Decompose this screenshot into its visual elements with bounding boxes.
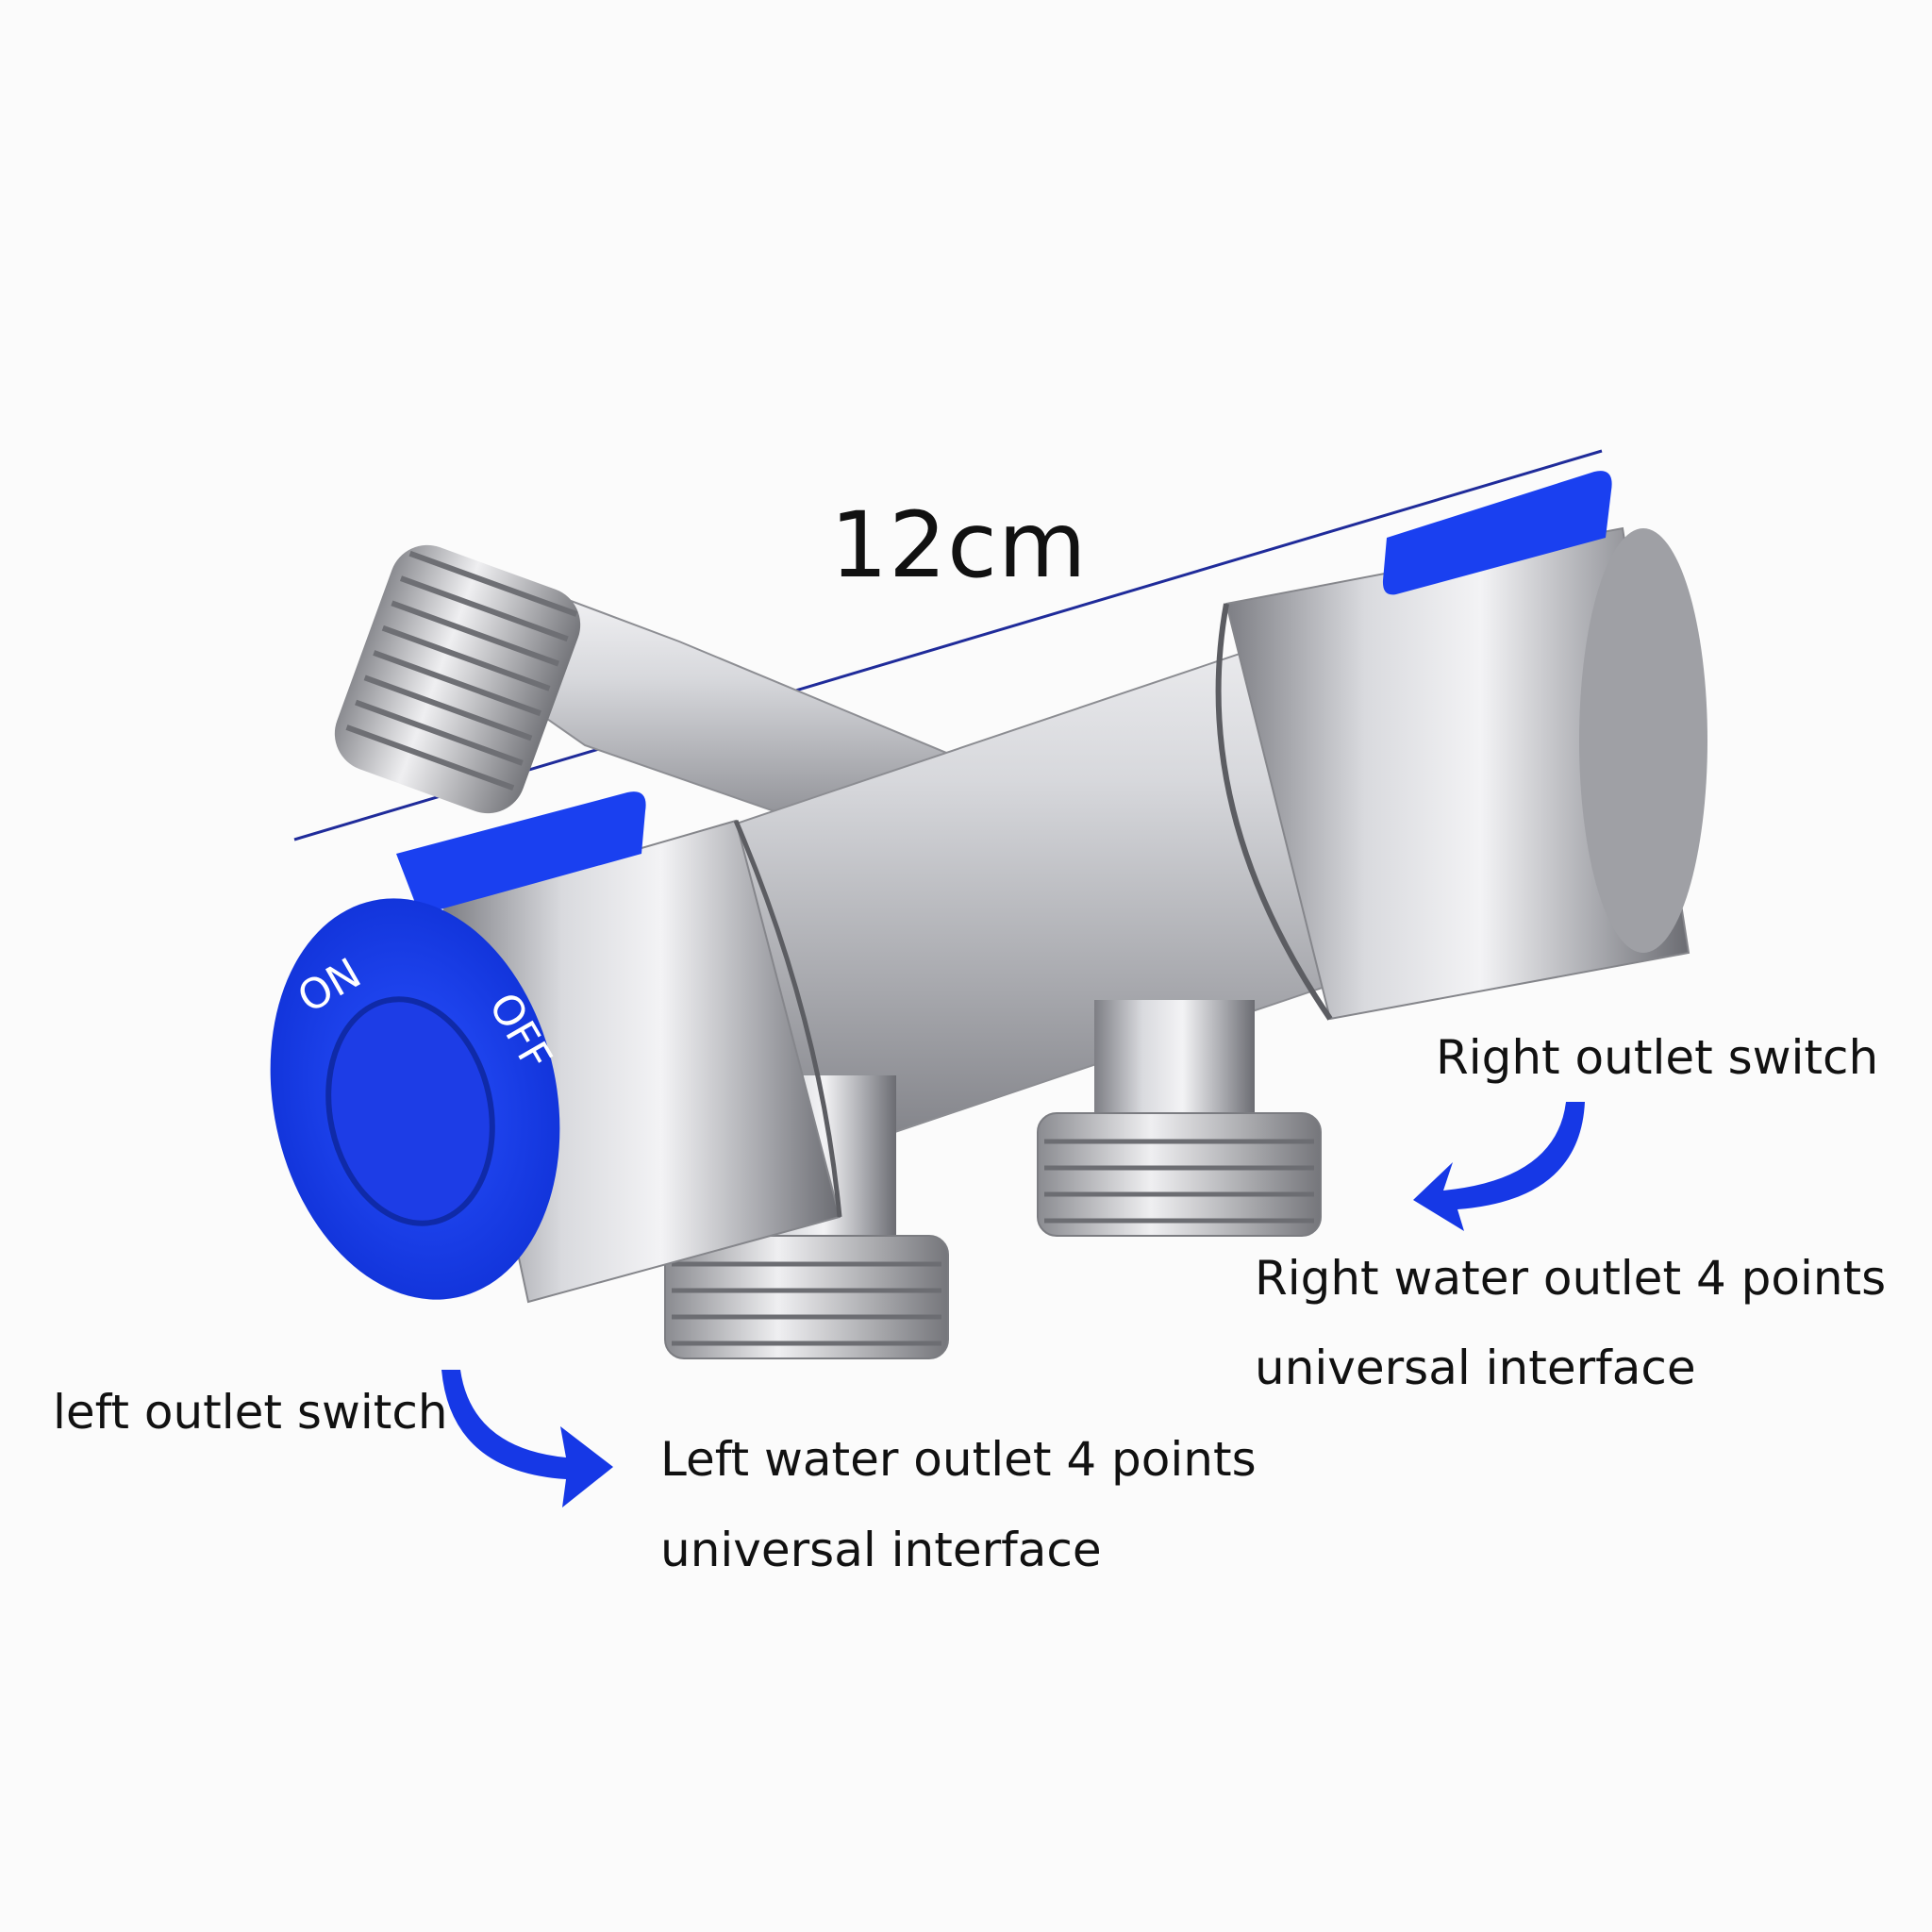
curved-arrow-icon bbox=[1413, 1102, 1585, 1231]
curved-arrow-icon bbox=[441, 1370, 613, 1507]
valve-body bbox=[715, 526, 1707, 1162]
right-switch-label: Right outlet switch bbox=[1436, 1030, 1879, 1085]
right-outlet-connector bbox=[1037, 1000, 1322, 1237]
right-outlet-label-line-1: Right water outlet 4 points bbox=[1255, 1251, 1887, 1306]
right-outlet-label-line-2: universal interface bbox=[1255, 1341, 1696, 1395]
left-switch-label: left outlet switch bbox=[53, 1385, 448, 1440]
left-outlet-label-line-1: Left water outlet 4 points bbox=[660, 1432, 1257, 1487]
dimension-label: 12cm bbox=[830, 492, 1088, 598]
right-switch-lever bbox=[1382, 471, 1612, 595]
left-switch-knob: ON OFF bbox=[270, 791, 646, 1300]
right-cap bbox=[1215, 526, 1707, 1021]
left-outlet-label-line-2: universal interface bbox=[660, 1523, 1102, 1577]
